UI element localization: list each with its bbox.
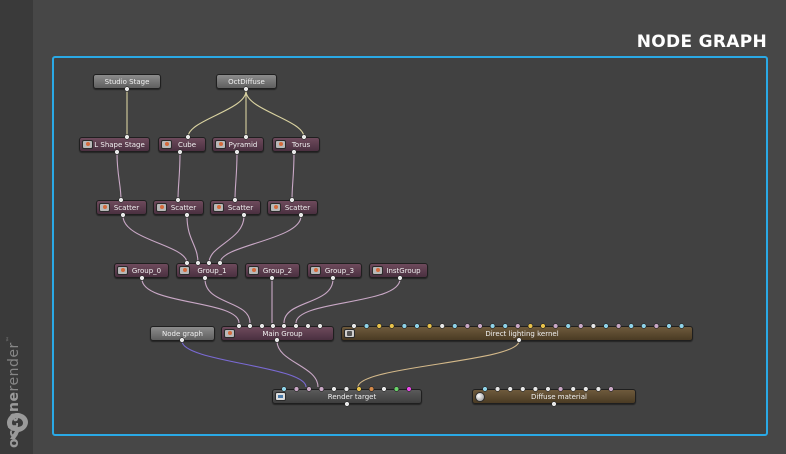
node-label: Group_2 — [262, 266, 293, 275]
scatter-icon — [270, 203, 281, 212]
octane-logo-icon — [7, 413, 28, 439]
geometry-icon — [275, 140, 286, 149]
render-target-icon — [275, 392, 286, 401]
scatter-icon — [99, 203, 110, 212]
node-label: Direct lighting kernel — [485, 329, 559, 338]
group-icon — [117, 266, 128, 275]
group-0-node[interactable]: Group_0 — [114, 263, 169, 278]
group-icon — [224, 329, 235, 338]
geometry-icon — [215, 140, 226, 149]
node-label: OctDiffuse — [228, 77, 265, 86]
group-1-node[interactable]: Group_1 — [176, 263, 238, 278]
scatter-node[interactable]: Scatter — [210, 200, 261, 215]
node-label: Group_1 — [197, 266, 227, 275]
sidebar: octanerender™ — [0, 0, 33, 454]
group-icon — [248, 266, 259, 275]
render-target-node[interactable]: Render target — [272, 389, 422, 404]
node-label: Cube — [177, 140, 197, 149]
group-3-node[interactable]: Group_3 — [307, 263, 362, 278]
group-icon — [310, 266, 321, 275]
node-label: L Shape Stage — [94, 140, 145, 149]
node-label: Main Group — [262, 329, 303, 338]
pyramid-node[interactable]: Pyramid — [212, 137, 264, 152]
node-label: Group_3 — [324, 266, 355, 275]
node-label: Node graph — [162, 329, 203, 338]
node-label: Group_0 — [131, 266, 162, 275]
scatter-node[interactable]: Scatter — [153, 200, 204, 215]
node-graph-frame[interactable] — [52, 56, 768, 436]
page-title: NODE GRAPH — [636, 32, 767, 52]
scatter-icon — [213, 203, 224, 212]
direct-lighting-kernel-node[interactable]: Direct lighting kernel — [341, 326, 693, 341]
geometry-icon — [82, 140, 93, 149]
node-label: Scatter — [170, 203, 197, 212]
node-graph-node[interactable]: Node graph — [150, 326, 215, 341]
studio-stage-node[interactable]: Studio Stage — [93, 74, 161, 89]
l-shape-stage-node[interactable]: L Shape Stage — [79, 137, 150, 152]
main-group-node[interactable]: Main Group — [221, 326, 334, 341]
cube-node[interactable]: Cube — [158, 137, 206, 152]
node-label: Pyramid — [228, 140, 258, 149]
geometry-icon — [161, 140, 172, 149]
node-label: Scatter — [227, 203, 254, 212]
node-label: Torus — [291, 140, 311, 149]
node-label: Studio Stage — [104, 77, 150, 86]
inst-group-node[interactable]: InstGroup — [369, 263, 428, 278]
node-label: Scatter — [113, 203, 140, 212]
node-label: InstGroup — [386, 266, 421, 275]
material-sphere-icon — [475, 392, 485, 402]
kernel-icon — [344, 329, 355, 338]
node-label: Scatter — [284, 203, 311, 212]
group-2-node[interactable]: Group_2 — [245, 263, 300, 278]
torus-node[interactable]: Torus — [272, 137, 320, 152]
group-icon — [372, 266, 383, 275]
scatter-node[interactable]: Scatter — [96, 200, 147, 215]
node-label: Diffuse material — [531, 392, 587, 401]
node-label: Render target — [327, 392, 377, 401]
scatter-icon — [156, 203, 167, 212]
group-icon — [179, 266, 190, 275]
oct-diffuse-node[interactable]: OctDiffuse — [216, 74, 277, 89]
diffuse-material-node[interactable]: Diffuse material — [472, 389, 636, 404]
scatter-node[interactable]: Scatter — [267, 200, 318, 215]
